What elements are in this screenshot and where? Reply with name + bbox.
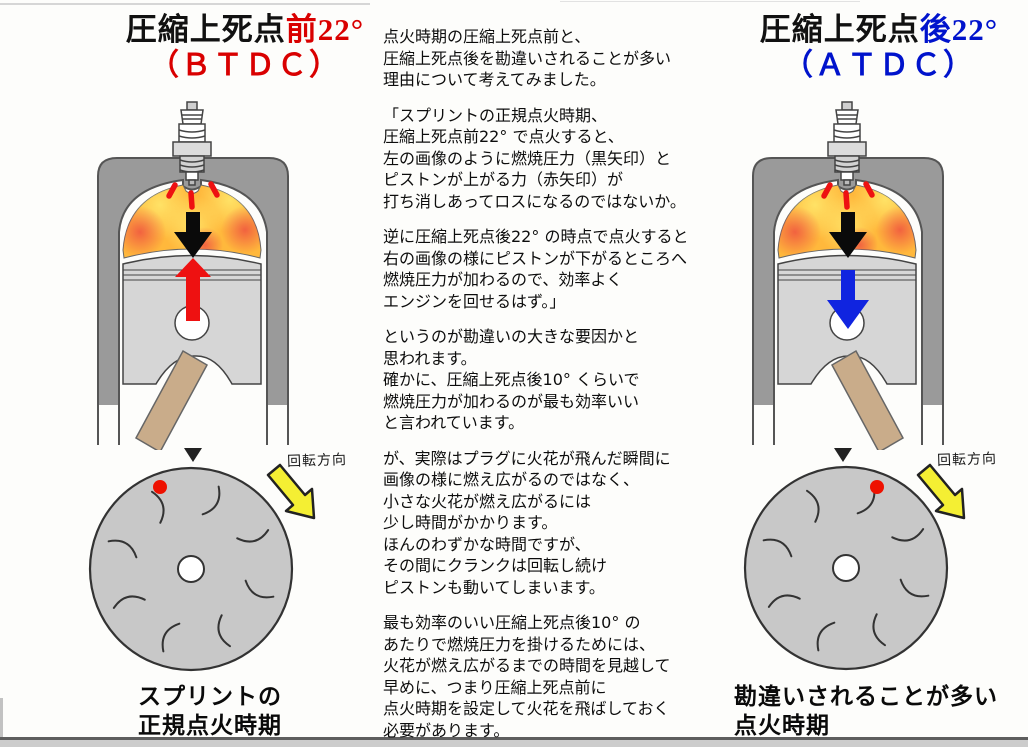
body-line: 理由について考えてみました。 — [383, 70, 606, 89]
rotation-direction-arrow — [266, 463, 316, 520]
body-line: 圧縮上死点前22° で点火すると、 — [383, 127, 624, 146]
piston-down-arrow — [827, 270, 869, 329]
body-line: 早めに、つまり圧縮上死点前に — [383, 677, 607, 697]
left-title-sub: （ＢＴＤＣ） — [149, 49, 341, 82]
body-line: と言われています。 — [383, 413, 525, 432]
right-rotation-label: 回転方向 — [936, 450, 998, 470]
flywheel-fins — [107, 485, 275, 653]
body-paragraph: 「スプリントの正規点火時期、圧縮上死点前22° で点火すると、左の画像のように燃… — [383, 105, 718, 213]
left-caption: スプリントの 正規点火時期 — [138, 682, 282, 740]
body-paragraph: が、実際はプラグに火花が飛んだ瞬間に画像の様に燃え広がるのではなく、小さな火花が… — [383, 448, 718, 599]
scan-artifact-line — [0, 698, 3, 740]
tdc-marker-triangle — [184, 448, 202, 462]
scan-artifact-line — [0, 3, 370, 5]
engine-diagram-btdc — [97, 101, 289, 450]
body-line: 燃焼圧力が加わるので、効率よく — [383, 270, 623, 289]
body-line: 少し時間がかかります。 — [383, 513, 558, 532]
body-line: その間にクランクは回転し続け — [383, 556, 608, 575]
spark-plug-icon — [827, 101, 867, 186]
right-title-accent: 後22° — [919, 12, 999, 47]
body-line: 点火時期の圧縮上死点前と、 — [383, 27, 591, 46]
body-line: 思われます。 — [383, 348, 477, 368]
left-title-line1: 圧縮上死点前22° — [85, 12, 405, 48]
body-line: 必要があります。 — [383, 720, 510, 740]
crankshaft-hole — [832, 554, 860, 582]
rotation-direction-arrow — [916, 463, 966, 520]
body-line: 小さな火花が燃え広がるには — [383, 491, 592, 511]
body-line: というのが勘違いの大きな要因かと — [383, 327, 640, 346]
body-line: 打ち消しあってロスになるのではないか。 — [383, 191, 686, 211]
body-paragraph: というのが勘違いの大きな要因かと思われます。確かに、圧縮上死点後10° くらいで… — [383, 326, 718, 434]
body-paragraph: 最も効率のいい圧縮上死点後10° のあたりで燃焼圧力を掛けるためには、火花が燃え… — [383, 612, 718, 741]
right-caption-line1: 勘違いされることが多い — [734, 684, 998, 709]
timing-mark-dot — [153, 480, 167, 494]
body-paragraph: 逆に圧縮上死点後22° の時点で点火すると右の画像の様にピストンが下がるところへ… — [383, 226, 718, 312]
right-title: 圧縮上死点後22° （ＡＴＤＣ） — [719, 12, 1028, 84]
body-line: ピストンも動いてしまいます。 — [383, 577, 605, 597]
right-caption: 勘違いされることが多い 点火時期 — [734, 682, 998, 740]
combustion-pressure-arrow — [174, 212, 212, 258]
crankshaft-hole — [177, 555, 205, 583]
body-line: 点火時期を設定して火花を飛ばしておく — [383, 699, 670, 718]
flywheel-fins — [762, 484, 930, 652]
body-line: 燃焼圧力が加わるのが最も効率いい — [383, 391, 640, 411]
left-title-accent: 前22° — [285, 12, 365, 47]
piston-force-arrow — [175, 258, 211, 321]
body-line: 逆に圧縮上死点後22° の時点で点火すると — [383, 227, 689, 246]
left-rotation-label: 回転方向 — [286, 451, 348, 471]
body-line: 圧縮上死点後を勘違いされることが多い — [383, 48, 672, 68]
flywheel-btdc — [88, 448, 316, 672]
body-line: エンジンを回せるはず。」 — [383, 291, 566, 311]
spark-dashes-icon — [821, 181, 875, 210]
body-line: 左の画像のように燃焼圧力（黒矢印）と — [383, 148, 672, 168]
right-caption-line2: 点火時期 — [734, 713, 830, 738]
body-line: ほんのわずかな時間ですが、 — [383, 534, 591, 554]
left-title-main: 圧縮上死点 — [125, 12, 286, 47]
left-caption-line2: 正規点火時期 — [138, 713, 282, 738]
body-paragraph: 点火時期の圧縮上死点前と、圧縮上死点後を勘違いされることが多い理由について考えて… — [383, 26, 718, 91]
spark-dashes-icon — [166, 181, 220, 210]
left-caption-line1: スプリントの — [138, 684, 282, 709]
body-line: 画像の様に燃え広がるのではなく、 — [383, 470, 640, 489]
combustion-pressure-arrow — [829, 212, 867, 258]
connecting-rod — [830, 349, 905, 450]
right-title-line1: 圧縮上死点後22° — [719, 12, 1028, 48]
explanation-text: 点火時期の圧縮上死点前と、圧縮上死点後を勘違いされることが多い理由について考えて… — [383, 26, 718, 747]
body-line: が、実際はプラグに火花が飛んだ瞬間に — [383, 448, 671, 468]
body-line: 火花が燃え広がるまでの時間を見越して — [383, 656, 671, 675]
body-line: 右の画像の様にピストンが下がるところへ — [383, 248, 688, 268]
engine-diagram-atdc — [752, 101, 944, 450]
spark-plug-icon — [172, 101, 212, 186]
body-line: 最も効率のいい圧縮上死点後10° の — [383, 613, 641, 632]
tdc-marker-triangle — [834, 448, 852, 462]
scan-artifact-line — [560, 1, 860, 2]
body-line: 確かに、圧縮上死点後10° くらいで — [383, 370, 640, 389]
right-title-sub: （ＡＴＤＣ） — [783, 49, 975, 82]
left-title: 圧縮上死点前22° （ＢＴＤＣ） — [85, 12, 405, 84]
connecting-rod — [134, 349, 209, 450]
right-title-main: 圧縮上死点 — [759, 12, 920, 47]
body-line: ピストンが上がる力（赤矢印）が — [383, 170, 624, 189]
body-line: あたりで燃焼圧力を掛けるためには、 — [383, 634, 656, 654]
flywheel-atdc — [743, 448, 966, 671]
body-line: 「スプリントの正規点火時期、 — [383, 105, 608, 125]
timing-mark-dot — [870, 480, 884, 494]
scan-artifact-bottom-strip — [0, 737, 1028, 747]
